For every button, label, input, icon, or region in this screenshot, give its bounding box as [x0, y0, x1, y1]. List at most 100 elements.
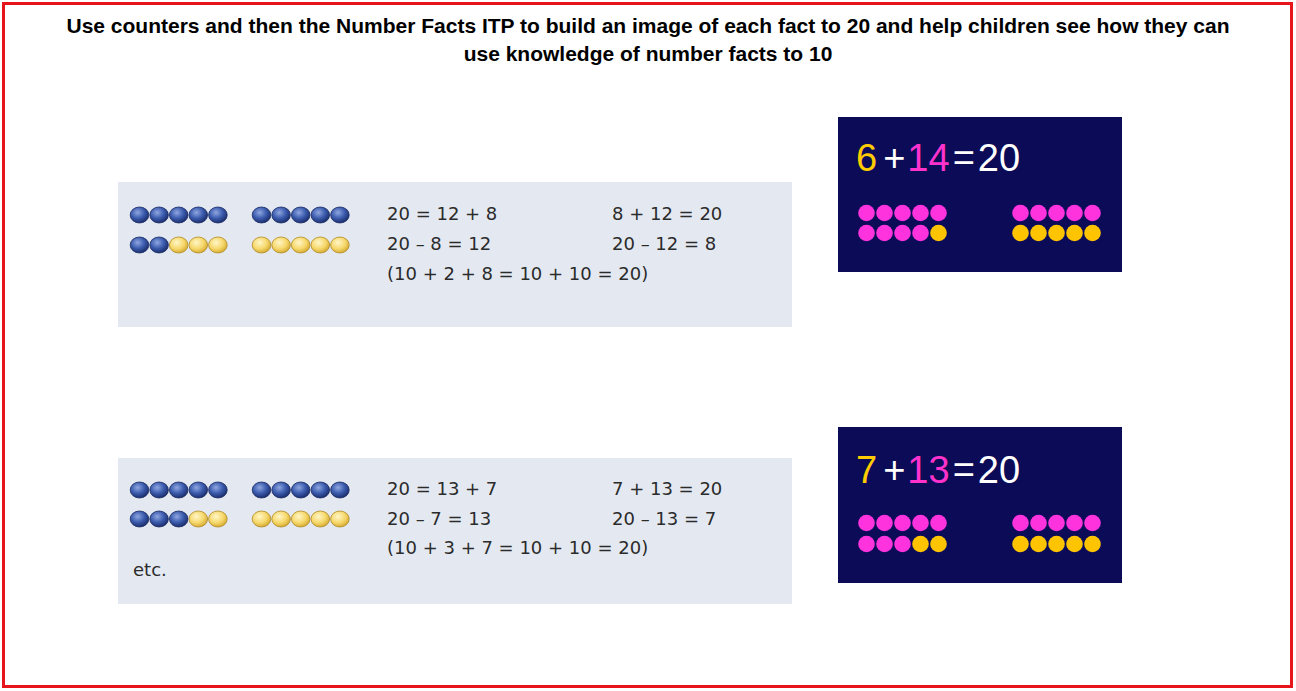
- magenta-dot: [858, 225, 875, 242]
- blue-counter: [311, 207, 330, 223]
- magenta-dot: [858, 515, 875, 532]
- blue-counter: [311, 482, 330, 498]
- magenta-dot: [858, 205, 875, 222]
- magenta-dot: [858, 536, 875, 553]
- magenta-dot: [1048, 515, 1065, 532]
- equation-part: +: [883, 448, 905, 492]
- magenta-dot: [876, 225, 893, 242]
- equation-part: 14: [907, 136, 949, 180]
- blue-counter: [209, 482, 228, 498]
- magenta-dot: [1066, 205, 1083, 222]
- yellow-counter: [272, 511, 291, 527]
- equation-part: 20: [978, 136, 1020, 180]
- number-fact: 7 + 13 = 20: [612, 478, 722, 500]
- yellow-counter: [311, 237, 330, 253]
- yellow-counter: [169, 237, 188, 253]
- equation-part: 6: [856, 136, 877, 180]
- magenta-dot: [912, 205, 929, 222]
- magenta-dot: [1030, 205, 1047, 222]
- blue-counter: [291, 207, 310, 223]
- yellow-dot: [1012, 225, 1029, 242]
- blue-counter: [189, 482, 208, 498]
- magenta-dot: [1012, 205, 1029, 222]
- number-fact: etc.: [133, 559, 167, 581]
- yellow-counter: [189, 237, 208, 253]
- yellow-dot: [1012, 536, 1029, 553]
- equation-part: 13: [907, 448, 949, 492]
- magenta-dot: [912, 225, 929, 242]
- number-fact: 20 – 13 = 7: [612, 508, 716, 530]
- magenta-dot: [1030, 515, 1047, 532]
- itp-screen-panel: 7+13=20: [838, 427, 1122, 583]
- counters-panel: 20 = 12 + 8 8 + 12 = 20 20 – 8 = 12 20 – 12…: [118, 182, 792, 327]
- yellow-dot: [1030, 225, 1047, 242]
- blue-counter: [331, 207, 350, 223]
- yellow-dot: [1066, 225, 1083, 242]
- magenta-dot: [876, 536, 893, 553]
- yellow-counter: [252, 237, 271, 253]
- blue-counter: [272, 207, 291, 223]
- number-fact: (10 + 3 + 7 = 10 + 10 = 20): [387, 537, 648, 559]
- magenta-dot: [876, 205, 893, 222]
- yellow-counter: [209, 511, 228, 527]
- yellow-dot: [1084, 225, 1101, 242]
- magenta-dot: [876, 515, 893, 532]
- number-sentence: 6+14=20: [856, 136, 1020, 180]
- blue-counter: [130, 237, 149, 253]
- equation-part: +: [883, 136, 905, 180]
- yellow-counter: [209, 237, 228, 253]
- blue-counter: [272, 482, 291, 498]
- yellow-counter: [272, 237, 291, 253]
- blue-counter: [150, 207, 169, 223]
- yellow-dot: [1030, 536, 1047, 553]
- magenta-dot: [1066, 515, 1083, 532]
- yellow-counter: [189, 511, 208, 527]
- yellow-counter: [331, 237, 350, 253]
- yellow-counter: [252, 511, 271, 527]
- blue-counter: [252, 482, 271, 498]
- magenta-dot: [1012, 515, 1029, 532]
- number-fact: 20 – 12 = 8: [612, 233, 716, 255]
- yellow-counter: [291, 237, 310, 253]
- yellow-dot: [930, 225, 947, 242]
- equation-part: 7: [856, 448, 877, 492]
- number-fact: 20 – 8 = 12: [387, 233, 491, 255]
- blue-counter: [189, 207, 208, 223]
- magenta-dot: [912, 515, 929, 532]
- blue-counter: [150, 511, 169, 527]
- number-fact: (10 + 2 + 8 = 10 + 10 = 20): [387, 263, 648, 285]
- blue-counter: [130, 207, 149, 223]
- yellow-dot: [1084, 536, 1101, 553]
- magenta-dot: [930, 515, 947, 532]
- number-fact: 20 = 13 + 7: [387, 478, 497, 500]
- blue-counter: [331, 482, 350, 498]
- yellow-counter: [291, 511, 310, 527]
- magenta-dot: [894, 205, 911, 222]
- magenta-dot: [930, 205, 947, 222]
- number-fact: 20 = 12 + 8: [387, 203, 497, 225]
- itp-screen-panel: 6+14=20: [838, 117, 1122, 272]
- equation-part: 20: [978, 448, 1020, 492]
- blue-counter: [169, 511, 188, 527]
- counters-panel: 20 = 13 + 77 + 13 = 2020 – 7 = 1320 – 13…: [118, 458, 792, 604]
- number-fact: 8 + 12 = 20: [612, 203, 722, 225]
- magenta-dot: [894, 225, 911, 242]
- blue-counter: [209, 207, 228, 223]
- yellow-dot: [1048, 225, 1065, 242]
- yellow-counter: [311, 511, 330, 527]
- blue-counter: [291, 482, 310, 498]
- yellow-dot: [912, 536, 929, 553]
- equation-part: =: [953, 448, 975, 492]
- magenta-dot: [1084, 515, 1101, 532]
- magenta-dot: [894, 536, 911, 553]
- heading-text: Use counters and then the Number Facts I…: [60, 12, 1236, 68]
- number-sentence: 7+13=20: [856, 448, 1020, 492]
- blue-counter: [169, 482, 188, 498]
- blue-counter: [130, 511, 149, 527]
- blue-counter: [252, 207, 271, 223]
- yellow-dot: [1066, 536, 1083, 553]
- blue-counter: [150, 237, 169, 253]
- magenta-dot: [1084, 205, 1101, 222]
- blue-counter: [130, 482, 149, 498]
- yellow-dot: [1048, 536, 1065, 553]
